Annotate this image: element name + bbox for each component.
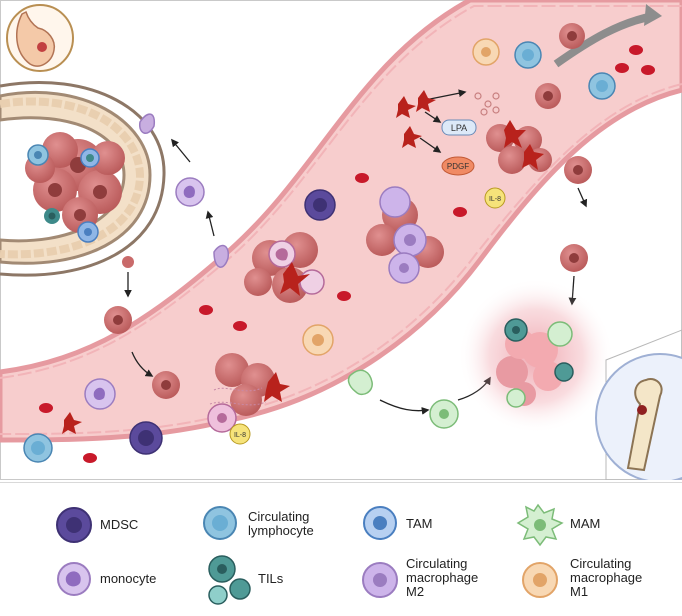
mammary-duct <box>0 81 166 277</box>
tam-icon <box>363 506 397 540</box>
bone-icon <box>595 329 682 480</box>
circulating-macrophage-m1-icon <box>522 562 558 598</box>
monocyte-extravasating <box>139 113 230 268</box>
monocyte-label: monocyte <box>100 571 157 586</box>
mam-icon <box>516 503 564 547</box>
metastasis-exit-arrow-head <box>644 4 662 26</box>
circulating-macrophage-m2-label: Circulating macrophage M2 <box>406 556 479 599</box>
tumor-cluster-upper <box>486 120 552 174</box>
circulating-macrophage-m1-label: Circulating macrophage M1 <box>570 556 643 599</box>
lpa-label: LPA <box>451 123 467 133</box>
circulating-lymphocyte-icon <box>203 506 237 540</box>
mdsc-icon <box>56 507 92 543</box>
metastasis-scene: LPA PDGF IL-8 IL-8 <box>0 0 682 480</box>
circulating-macrophage-m2-icon <box>362 562 398 598</box>
tumor-cluster-platelets <box>244 232 325 303</box>
primary-tumor <box>25 132 134 268</box>
platelets <box>62 90 436 434</box>
lpa-badge: LPA <box>441 119 477 136</box>
breast-icon <box>6 4 74 72</box>
vessel-wall-inner-bottom <box>0 83 682 435</box>
il8-badge-upper: IL-8 <box>484 187 506 209</box>
red-blood-cells <box>39 45 655 463</box>
metastatic-niche <box>458 278 614 434</box>
il8-label-upper: IL-8 <box>489 196 501 203</box>
mdsc-label: MDSC <box>100 517 139 532</box>
tumor-cluster-extravasation <box>207 353 290 433</box>
legend: MDSC Circulating lymphocyte TAM MAM mono… <box>0 482 682 616</box>
tils-icon <box>208 555 251 605</box>
tils-label: TILs <box>258 571 284 586</box>
tam-label: TAM <box>406 516 433 531</box>
mam-label: MAM <box>570 516 601 531</box>
vessel-wall-inner-top <box>0 5 682 379</box>
released-particles <box>474 92 500 116</box>
circulating-lymphocyte-label: Circulating lymphocyte <box>248 509 314 538</box>
tumor-cluster-macrophages <box>366 186 444 284</box>
pdgf-badge: PDGF <box>441 156 475 176</box>
circulating-tumor-cells <box>104 23 592 399</box>
legend-icons <box>56 503 564 605</box>
il8-label-lower: IL-8 <box>234 432 246 439</box>
pdgf-label: PDGF <box>447 162 469 171</box>
monocyte-icon <box>57 562 91 596</box>
il8-badge-lower: IL-8 <box>229 423 251 445</box>
metastasis-exit-arrow <box>553 12 655 68</box>
circulating-immune-cells <box>23 38 616 463</box>
